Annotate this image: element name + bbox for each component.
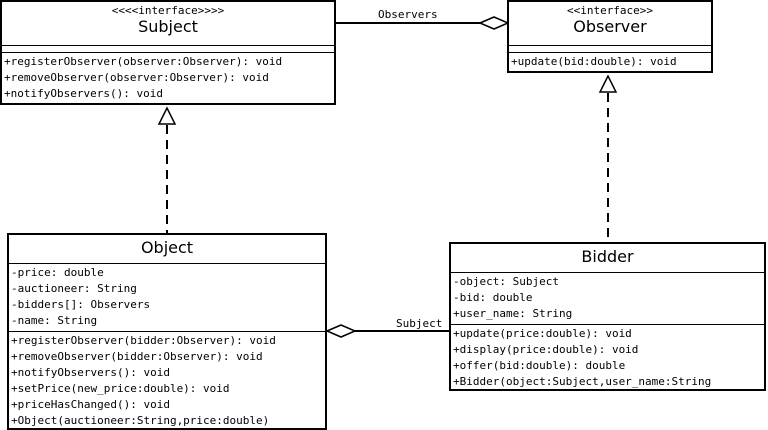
observers-edge-label: Observers [378, 8, 438, 21]
subject-aggregation-diamond [325, 324, 357, 338]
bidder-operation: +offer(bid:double): double [453, 359, 626, 372]
observer-interface-box: <<interface>> Observer +update(bid:doubl… [507, 0, 713, 73]
subject-operation: +removeObserver(observer:Observer): void [4, 71, 269, 84]
bidder-operations-section: +update(price:double): void +display(pri… [451, 325, 764, 389]
object-operation: +setPrice(new_price:double): void [11, 382, 230, 395]
object-operation: +removeObserver(bidder:Observer): void [11, 350, 263, 363]
bidder-operation: +display(price:double): void [453, 343, 639, 356]
observer-stereotype: <<interface>> [566, 4, 654, 17]
observer-attributes-section [509, 46, 711, 53]
bidder-class-box: Bidder -object: Subject -bid: double +us… [449, 242, 766, 391]
observer-class-name: Observer [573, 17, 647, 36]
object-attribute: -price: double [11, 266, 104, 279]
subject-class-name: Subject [138, 17, 198, 36]
subject-edge-label: Subject [396, 317, 443, 330]
object-operations-section: +registerObserver(bidder:Observer): void… [9, 332, 325, 428]
object-operation: +Object(auctioneer:String,price:double) [11, 414, 270, 427]
object-realization-arrowhead [157, 106, 177, 125]
object-operation: +registerObserver(bidder:Observer): void [11, 334, 276, 347]
bidder-attribute: -object: Subject [453, 275, 559, 288]
object-class-box: Object -price: double -auctioneer: Strin… [7, 233, 327, 430]
object-attributes-section: -price: double -auctioneer: String -bidd… [9, 264, 325, 332]
object-attribute: -auctioneer: String [11, 282, 137, 295]
subject-operations-section: +registerObserver(observer:Observer): vo… [2, 53, 334, 103]
object-class-name: Object [140, 238, 194, 257]
bidder-header: Bidder [451, 244, 764, 273]
subject-operation: +notifyObservers(): void [4, 87, 163, 100]
observer-operations-section: +update(bid:double): void [509, 53, 711, 71]
bidder-operation: +update(price:double): void [453, 327, 632, 340]
subject-interface-box: <<<<interface>>>> Subject +registerObser… [0, 0, 336, 105]
observer-operation: +update(bid:double): void [511, 55, 677, 68]
bidder-realization-arrowhead [598, 74, 618, 93]
bidder-attribute: +user_name: String [453, 307, 573, 320]
bidder-class-name: Bidder [581, 247, 634, 266]
subject-operation: +registerObserver(observer:Observer): vo… [4, 55, 283, 68]
observer-header: <<interface>> Observer [509, 2, 711, 46]
bidder-attribute: -bid: double [453, 291, 533, 304]
bidder-attributes-section: -object: Subject -bid: double +user_name… [451, 273, 764, 325]
object-operation: +notifyObservers(): void [11, 366, 170, 379]
object-attribute: -bidders[]: Observers [11, 298, 151, 311]
object-attribute: -name: String [11, 314, 98, 327]
subject-attributes-section [2, 46, 334, 53]
object-operation: +priceHasChanged(): void [11, 398, 170, 411]
bidder-operation: +Bidder(object:Subject,user_name:String [453, 375, 712, 388]
object-header: Object [9, 235, 325, 264]
subject-header: <<<<interface>>>> Subject [2, 2, 334, 46]
subject-stereotype: <<<<interface>>>> [111, 4, 225, 17]
observers-aggregation-diamond [478, 16, 510, 30]
